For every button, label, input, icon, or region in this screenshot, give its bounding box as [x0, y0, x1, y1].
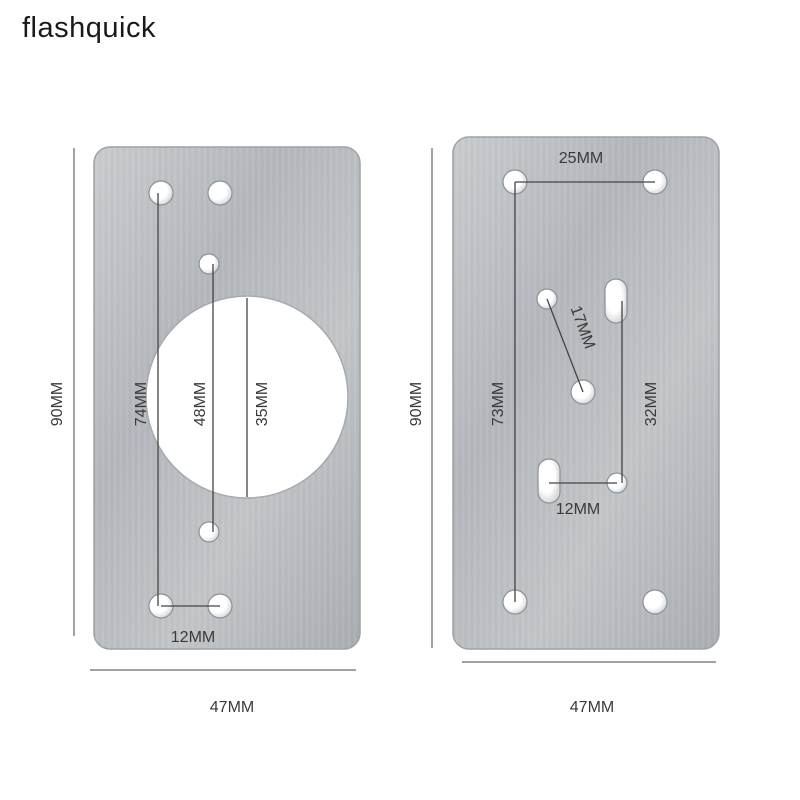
screw-hole [148, 180, 174, 206]
dim-label-12: 12MM [171, 629, 215, 646]
dim-label-74: 74MM [133, 382, 150, 426]
dim-label-25: 25MM [559, 150, 603, 167]
screw-hole [198, 521, 220, 543]
screw-hole [198, 253, 220, 275]
dim-line-17 [546, 298, 584, 393]
right-plate: 25MM 17MM 73MM 32MM 12MM [452, 136, 720, 650]
slot-hole [604, 278, 628, 324]
screw-hole [207, 180, 233, 206]
right-height-label: 90MM [408, 382, 425, 426]
left-plate: 74MM 48MM 35MM 12MM [93, 146, 361, 650]
dim-label-73: 73MM [490, 382, 507, 426]
right-width-label: 47MM [570, 699, 614, 716]
brand-watermark: flashquick [22, 12, 156, 44]
left-width-label: 47MM [210, 699, 254, 716]
slot-hole [537, 458, 561, 504]
dim-label-12-right: 12MM [556, 501, 600, 518]
dim-label-32: 32MM [643, 382, 660, 426]
dim-label-48: 48MM [192, 382, 209, 426]
dim-label-35: 35MM [254, 382, 271, 426]
left-height-label: 90MM [49, 382, 66, 426]
screw-hole [642, 589, 668, 615]
